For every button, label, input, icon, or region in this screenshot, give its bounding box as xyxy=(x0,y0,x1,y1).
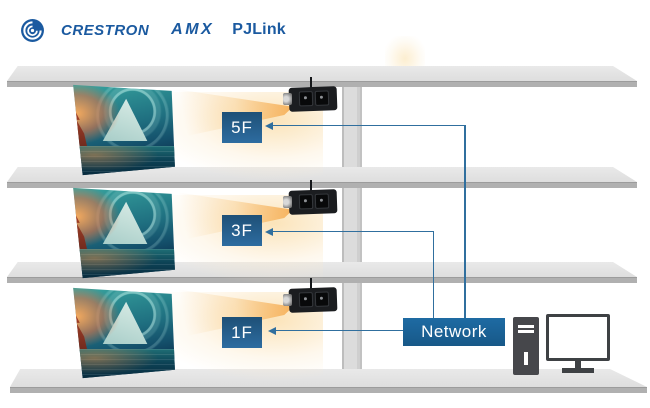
projector-vent xyxy=(314,90,330,106)
projection-screen xyxy=(73,84,175,176)
floor-tag-5f: 5F xyxy=(222,112,262,143)
pc-power-slot xyxy=(524,352,528,365)
crestron-swirl-icon xyxy=(21,18,44,42)
projector-icon xyxy=(283,278,339,314)
floor-slab-edge xyxy=(7,81,637,87)
desktop-pc-icon xyxy=(513,317,539,375)
arrow-left-icon xyxy=(268,326,276,335)
network-line-5f xyxy=(272,124,465,126)
projector-icon xyxy=(283,180,339,216)
projector-body xyxy=(288,287,338,313)
ground-slab-edge xyxy=(10,387,647,393)
monitor-stand-neck xyxy=(575,361,581,368)
monitor-icon xyxy=(546,314,610,361)
projector-lens xyxy=(283,93,292,105)
building-wall xyxy=(342,68,362,390)
network-line-3f-vertical xyxy=(432,230,434,319)
pjlink-logo: PJLink xyxy=(232,21,286,38)
network-line-5f-vertical xyxy=(464,124,466,319)
logo-row: CRESTRON AMX PJLink xyxy=(20,16,286,44)
arrow-left-icon xyxy=(265,227,273,236)
crestron-logo: CRESTRON xyxy=(61,21,150,39)
projector-antenna xyxy=(310,278,312,290)
amx-logo: AMX xyxy=(171,21,215,38)
projection-screen xyxy=(73,187,175,279)
floor-slab-edge xyxy=(7,182,637,188)
network-line-3f xyxy=(272,230,434,232)
network-box: Network xyxy=(403,318,505,346)
pc-drive-slot xyxy=(518,325,534,328)
projector-lens xyxy=(283,196,292,208)
monitor-stand-base xyxy=(562,368,594,373)
floor-tag-1f: 1F xyxy=(222,317,262,348)
projector-body xyxy=(288,86,338,112)
projector-vent xyxy=(314,291,330,307)
projector-body xyxy=(288,189,338,215)
projector-vent xyxy=(298,91,314,107)
network-line-1f xyxy=(275,329,405,331)
projector-lens xyxy=(283,294,292,306)
projection-screen xyxy=(73,287,175,379)
pc-drive-slot xyxy=(518,330,534,333)
arrow-left-icon xyxy=(265,121,273,130)
projector-antenna xyxy=(310,180,312,192)
projector-vent xyxy=(298,292,314,308)
projector-vent xyxy=(314,193,330,209)
projector-icon xyxy=(283,77,339,113)
projector-antenna xyxy=(310,77,312,89)
floor-tag-3f: 3F xyxy=(222,215,262,246)
projector-vent xyxy=(298,194,314,210)
floor-slab xyxy=(7,66,637,81)
